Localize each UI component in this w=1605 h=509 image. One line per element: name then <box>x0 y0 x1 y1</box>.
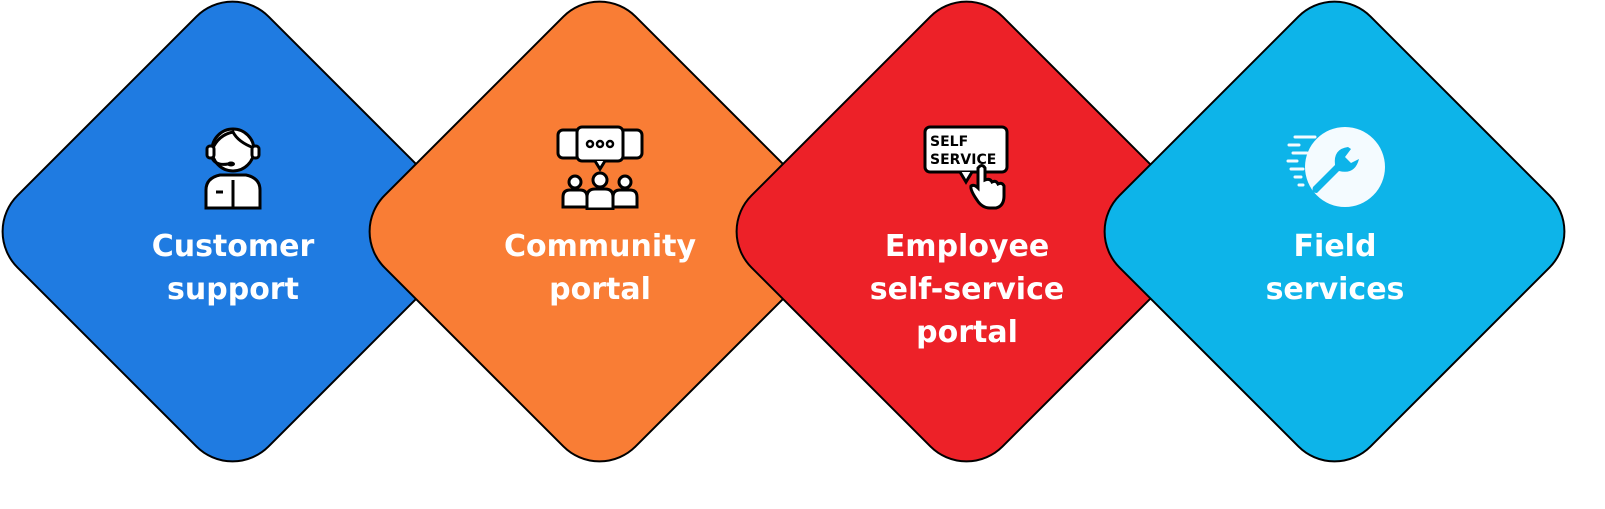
label-line: self-service <box>869 272 1065 307</box>
customer-support-card: Customer support <box>103 115 363 311</box>
label-line: Customer <box>151 229 315 264</box>
wrench-icon <box>1205 115 1465 210</box>
field-services-card: Field services <box>1205 115 1465 311</box>
icon-text-self: SELF <box>930 134 968 150</box>
community-chat-icon <box>470 115 730 210</box>
label-line: portal <box>549 272 651 307</box>
label-line: Community <box>503 229 697 264</box>
customer-support-agent-icon <box>103 115 363 210</box>
community-portal-card: Community portal <box>470 115 730 311</box>
icon-text-service: SERVICE <box>930 152 996 168</box>
label-line: Field <box>1293 229 1377 264</box>
self-service-touch-icon: SELF SERVICE <box>837 115 1097 210</box>
label-line: Employee <box>884 229 1050 264</box>
label-line: services <box>1265 272 1405 307</box>
employee-portal-card: SELF SERVICE Employee self-service portal <box>837 115 1097 354</box>
label-line: support <box>167 272 299 307</box>
label-line: portal <box>916 315 1018 350</box>
